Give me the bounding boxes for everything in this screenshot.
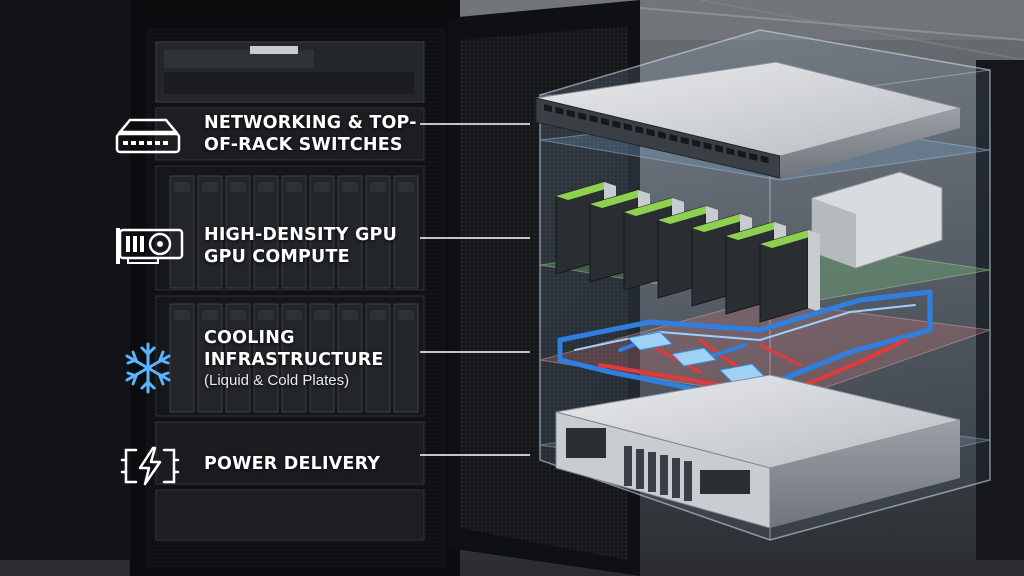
networking-label-line1: NETWORKING & TOP-: [204, 113, 417, 133]
power-bolt-icon: [120, 446, 180, 486]
gpu-card-icon: [116, 228, 184, 264]
networking-label-line2: OF-RACK SWITCHES: [204, 135, 403, 155]
power-label: POWER DELIVERY: [204, 453, 380, 475]
gpu-label: HIGH-DENSITY GPU GPU COMPUTE: [204, 224, 397, 268]
cooling-label: COOLING INFRASTRUCTURE (Liquid & Cold Pl…: [204, 327, 384, 391]
gpu-label-line1: HIGH-DENSITY GPU: [204, 225, 397, 245]
leader-lines: [420, 123, 530, 456]
gpu-compute-model: [555, 171, 943, 323]
power-label-line1: POWER DELIVERY: [204, 454, 381, 474]
network-switch-icon: [115, 118, 181, 154]
gpu-label-line2: GPU COMPUTE: [204, 247, 350, 267]
networking-label: NETWORKING & TOP- OF-RACK SWITCHES: [204, 112, 417, 156]
cooling-label-sub: (Liquid & Cold Plates): [204, 372, 350, 389]
exploded-rack-view: [535, 29, 991, 541]
snowflake-icon: [125, 342, 171, 394]
network-switch-model: [535, 61, 962, 179]
server-blades: [169, 175, 419, 413]
cooling-label-line1: COOLING: [204, 328, 295, 348]
power-server-model: [555, 374, 961, 529]
cooling-label-line2: INFRASTRUCTURE: [204, 350, 384, 370]
